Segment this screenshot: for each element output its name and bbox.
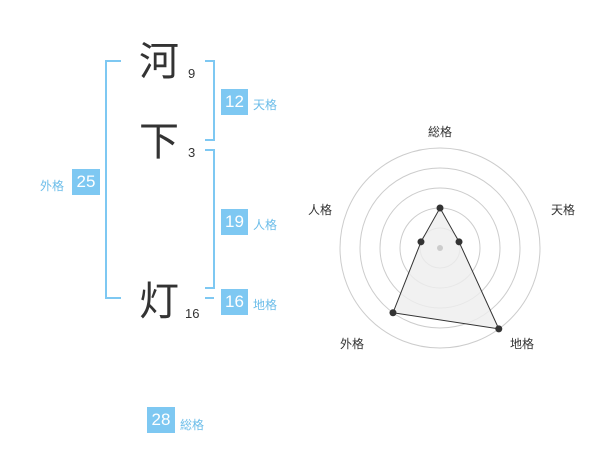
radar-point-5: [417, 238, 425, 246]
chikaku-badge: 16: [221, 289, 248, 315]
jinkaku-label: 人格: [253, 218, 278, 232]
bracket-lines: [105, 60, 215, 299]
chikaku-label: 地格: [253, 298, 278, 312]
radar-chart: [339, 147, 541, 349]
radar-point-2: [455, 238, 463, 246]
radar-grid-ring-4: [359, 167, 521, 329]
jinkaku-bracket: [205, 149, 215, 289]
radar-axis-label-gaikaku: 外格: [340, 337, 365, 351]
gaikaku-badge: 25: [72, 169, 100, 195]
radar-point-1: [436, 204, 444, 212]
radar-axis-label-tenkaku: 天格: [551, 203, 576, 217]
soukaku-label: 総格: [180, 418, 205, 432]
jinkaku-badge: 19: [221, 209, 248, 235]
radar-axis-label-soukaku: 総格: [428, 125, 453, 139]
radar-axis-label-jinkaku: 人格: [308, 203, 333, 217]
radar-axis-label-chikaku: 地格: [510, 337, 535, 351]
gaikaku-bracket: [105, 60, 121, 299]
soukaku-badge: 28: [147, 407, 175, 433]
name-char-3: 灯: [139, 279, 179, 325]
radar-point-4: [389, 309, 397, 317]
radar-grid-ring-5: [339, 147, 541, 349]
name-char-1: 河: [139, 39, 179, 85]
stroke-count-1: 9: [188, 66, 196, 81]
tenkaku-badge: 12: [221, 89, 248, 115]
radar-point-3: [495, 325, 503, 333]
stroke-count-2: 3: [188, 145, 196, 160]
stroke-count-3: 16: [185, 306, 200, 321]
tenkaku-bracket: [205, 60, 215, 141]
radar-center-point: [437, 245, 443, 251]
tenkaku-label: 天格: [253, 98, 278, 112]
name-char-2: 下: [139, 119, 179, 165]
radar-polygon: [392, 206, 500, 330]
gaikaku-label: 外格: [40, 179, 65, 193]
